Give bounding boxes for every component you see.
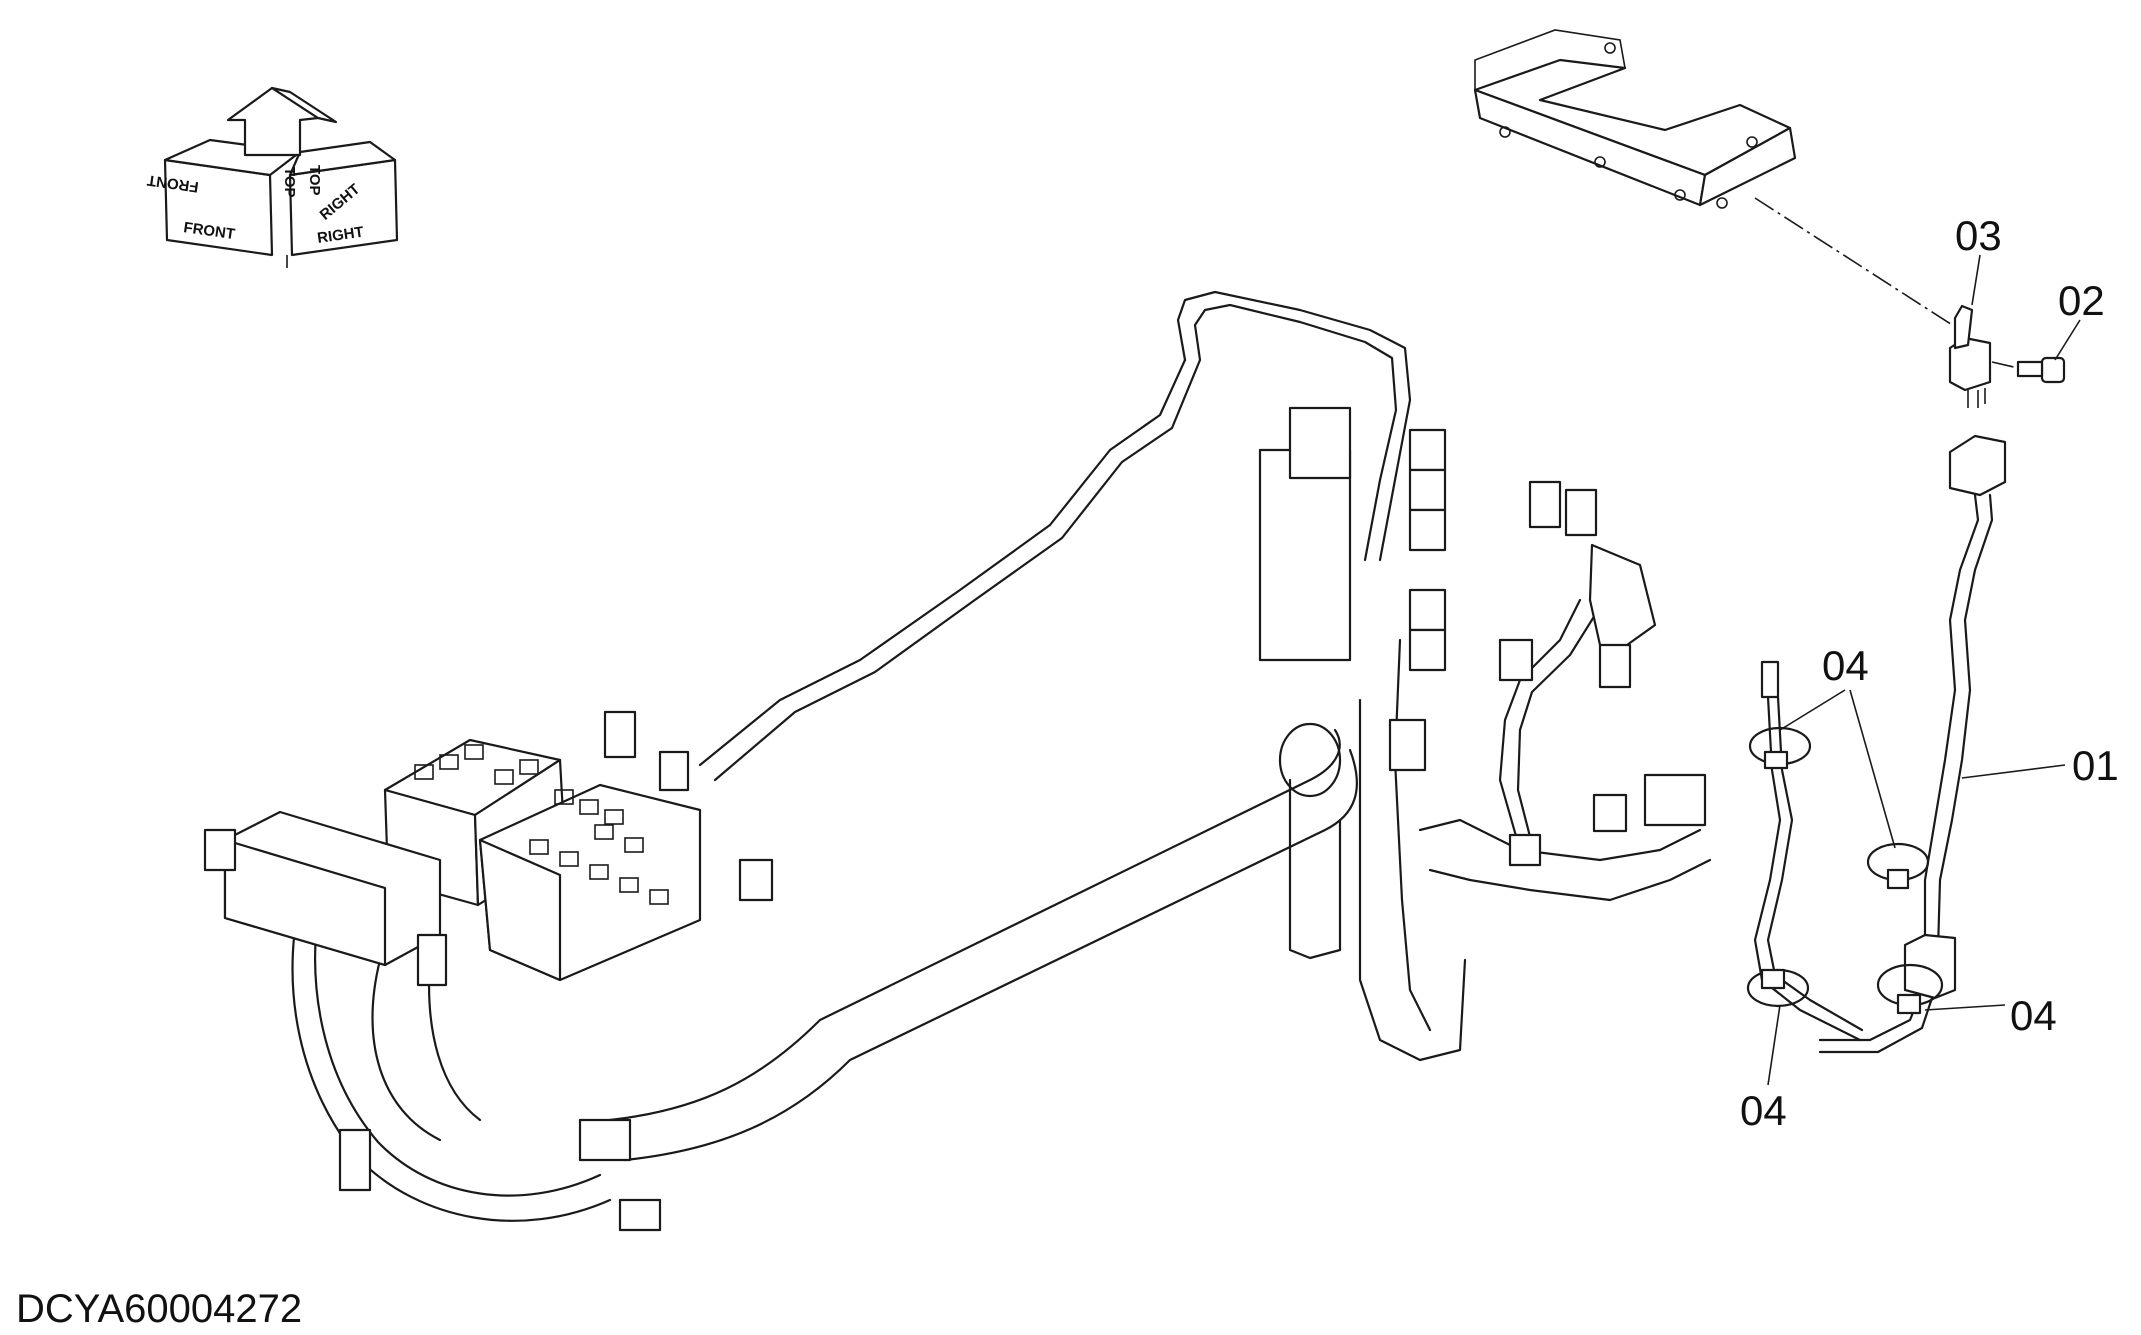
mounting-bracket [1473, 29, 1797, 209]
ground-wire [1746, 660, 1864, 1042]
orientation-symbol: FRONT FRONT TOP TOP RIGHT RIGHT [146, 86, 399, 268]
fuse-box [383, 710, 774, 982]
callout-04-top-label: 04 [1822, 642, 1869, 689]
callout-04-right-label: 04 [2010, 992, 2057, 1039]
callout-01: 01 [1961, 742, 2119, 789]
callout-04-right: 04 [1924, 992, 2057, 1039]
callout-03: 03 [1955, 212, 2002, 306]
mount-leader [1754, 197, 1961, 331]
top-label-mirror: TOP [306, 165, 323, 196]
left-connector-block [203, 810, 662, 1232]
bolt [1991, 356, 2066, 384]
callout-02-label: 02 [2058, 277, 2105, 324]
callout-02: 02 [2054, 277, 2105, 361]
right-label: RIGHT [316, 224, 365, 247]
callout-04-bottom-label: 04 [1740, 1087, 1787, 1134]
callout-04-bottom: 04 [1740, 1004, 1787, 1134]
callout-03-label: 03 [1955, 212, 2002, 259]
relay-harness [1818, 434, 2007, 1054]
top-label: TOP [281, 167, 298, 198]
connector-stack [1258, 406, 1707, 867]
callout-01-label: 01 [2072, 742, 2119, 789]
callout-04-top: 04 [1779, 642, 1896, 849]
relay [1948, 304, 1992, 408]
diagram-code: DCYA60004272 [16, 1287, 302, 1331]
